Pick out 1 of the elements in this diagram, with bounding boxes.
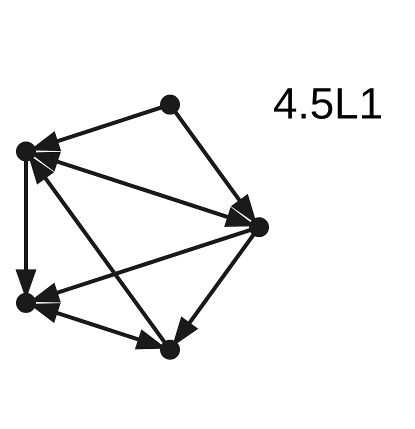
label: 4.5L1 [272, 78, 383, 128]
